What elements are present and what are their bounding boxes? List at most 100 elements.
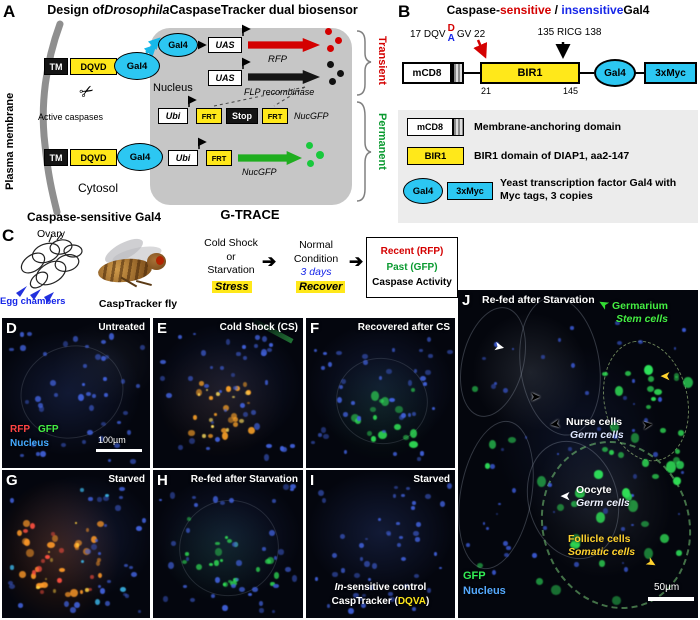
nurse-cells-label: Nurse cells <box>566 416 623 428</box>
yellow-arrow-icon: ➤ <box>660 369 671 384</box>
germarium-arrow-icon: ➤ <box>594 295 612 314</box>
rfp-key: RFP <box>10 424 30 435</box>
gfp-cell-cluster <box>549 441 681 579</box>
flow-arrow-icon: ➔ <box>349 252 364 271</box>
stem-cells-label: Stem cells <box>616 313 668 325</box>
rfp-dot <box>327 45 334 52</box>
braces <box>356 30 372 202</box>
panel-i-letter: I <box>310 472 315 489</box>
legend-gal4-text: Yeast transcription factor Gal4 with Myc… <box>500 177 677 203</box>
flp-dot <box>327 61 334 68</box>
aa145-label: 145 <box>563 86 579 96</box>
scale-bar <box>96 449 142 452</box>
gfp-cell-cluster <box>597 349 685 461</box>
follicle-cells-label: Follicle cells <box>568 533 631 545</box>
scale-label: 100µm <box>98 435 126 445</box>
black-arrow-icon: ➤ <box>548 416 563 433</box>
gal4-construct: Gal4 <box>594 59 636 87</box>
gfp-cell-cluster <box>348 378 419 448</box>
ubi-box-2: Ubi <box>168 150 198 166</box>
egg-chambers-label: Egg chambers <box>0 296 66 307</box>
nucgfp-label: NucGFP <box>242 167 277 177</box>
fly-leg <box>136 279 152 286</box>
ovary-label: Ovary <box>36 228 65 240</box>
myc-box: 3xMyc <box>644 62 697 84</box>
panel-j-label: Re-fed after Starvation <box>482 294 595 306</box>
gfp-dot <box>306 142 313 149</box>
panel-e-letter: E <box>157 320 168 337</box>
nucgfp-gene-arrow <box>238 151 302 165</box>
plasma-membrane-label: Plasma membrane <box>4 92 16 190</box>
flp-dot <box>329 78 336 85</box>
rfp-dot <box>325 28 332 35</box>
scale-bar <box>648 597 694 601</box>
gfp-key: GFP <box>38 424 59 435</box>
white-arrow-icon: ➤ <box>492 338 507 355</box>
panel-j-image: J Re-fed after Starvation ➤ Germarium St… <box>458 290 698 618</box>
dqvd-box-1: DQVD <box>70 58 117 75</box>
g-trace-label: G-TRACE <box>220 207 280 222</box>
panel-f-label: Recovered after CS <box>357 322 450 333</box>
legend-gal4-icon: Gal4 <box>403 178 443 204</box>
transient-label: Transient <box>376 36 388 85</box>
mcd8-box: mCD8 <box>402 62 452 84</box>
rfp-label: RFP <box>268 54 287 65</box>
panel-c-letter: C <box>2 226 15 245</box>
panel-j-letter: J <box>462 292 471 309</box>
ubi-box-1: Ubi <box>158 108 188 124</box>
egg-chamber-outline <box>458 414 545 576</box>
germarium-label: Germarium <box>612 300 669 312</box>
panel-f-letter: F <box>310 320 320 337</box>
panel-g-label: Starved <box>108 474 145 485</box>
legend-tm-stripe-icon <box>453 118 464 136</box>
panel-b-title: Caspase-sensitive / insensitive Gal4 <box>446 3 650 17</box>
panel-h-letter: H <box>157 472 168 489</box>
gal4-nuclear: Gal4 <box>158 33 198 57</box>
frt-box-3: FRT <box>206 150 232 166</box>
panel-f-image: F Recovered after CS <box>306 318 455 468</box>
legend-bir1-text: BIR1 domain of DIAP1, aa2-147 <box>474 150 630 162</box>
mut-left: 17 DQV <box>410 28 446 40</box>
rfp-signal-cluster <box>14 511 104 598</box>
panel-d-image: D Untreated RFP GFP Nucleus 100µm <box>2 318 150 468</box>
uas-box-1: UAS <box>208 37 242 53</box>
panel-e-image: E Cold Shock (CS) <box>153 318 303 468</box>
recover-badge: Recover <box>296 281 346 293</box>
nucleus-label: Nucleus <box>153 82 193 94</box>
frt-box-2: FRT <box>262 108 288 124</box>
mut-right: GV 22 <box>456 28 486 40</box>
legend-myc-icon: 3xMyc <box>447 182 493 200</box>
d-to-a-substitution: D A <box>447 23 455 44</box>
cytosol-label: Cytosol <box>78 181 119 195</box>
tm-stripe-box <box>452 62 464 84</box>
flp-dot <box>337 70 344 77</box>
black-arrow-icon: ➤ <box>530 389 541 404</box>
gfp-key: GFP <box>463 570 486 582</box>
legend-mcd8-icon: mCD8 <box>407 118 453 136</box>
mutation-annotation: 17 DQV D A GV 22 <box>410 24 485 44</box>
gfp-dot <box>316 151 324 159</box>
panel-i-label: Starved <box>413 474 450 485</box>
somatic-cells-label: Somatic cells <box>568 546 636 558</box>
panel-g-letter: G <box>6 472 18 489</box>
oocyte-label: Oocyte <box>576 484 612 496</box>
stop-box: Stop <box>226 108 258 124</box>
panel-i-image: I Starved In-sensitive control CaspTrack… <box>306 470 455 618</box>
rfp-signal-cluster <box>186 375 258 441</box>
nucleus-key: Nucleus <box>463 585 506 597</box>
readout-box: Recent (RFP) Past (GFP) Caspase Activity <box>366 237 458 298</box>
fly-eye <box>156 256 164 265</box>
black-arrow-icon: ➤ <box>641 416 654 433</box>
tm-box-2: TM <box>44 149 68 166</box>
site2-annotation: 135 RICG 138 <box>537 27 602 38</box>
panel-h-image: H Re-fed after Starvation <box>153 470 303 618</box>
gfp-dot <box>307 160 314 167</box>
fly-label: CaspTracker fly <box>98 298 178 310</box>
panel-b-letter: B <box>398 2 411 21</box>
stress-badge: Stress <box>212 281 252 293</box>
uas-box-2: UAS <box>208 70 242 86</box>
caspase-sensitive-gal4-label: Caspase-sensitive Gal4 <box>26 210 162 224</box>
nucgfp-silent-label: NucGFP <box>294 111 329 121</box>
panel-g-image: G Starved <box>2 470 150 618</box>
